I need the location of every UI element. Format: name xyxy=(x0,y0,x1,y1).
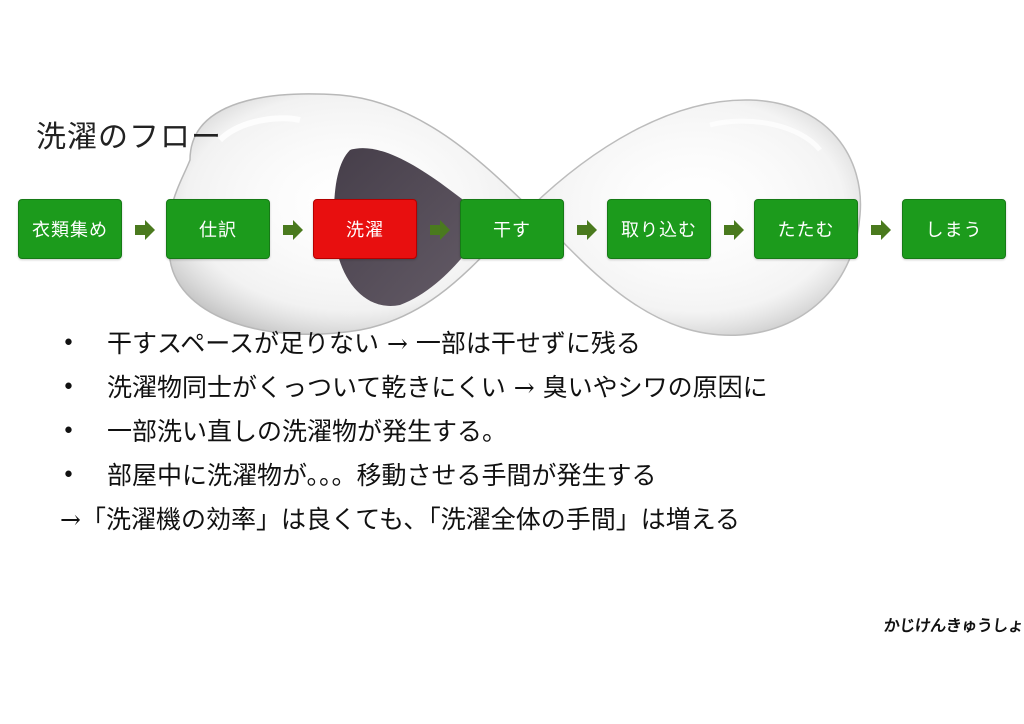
list-item: • 洗濯物同士がくっついて乾きにくい → 臭いやシワの原因に xyxy=(60,366,768,410)
bullet-text: 部屋中に洗濯物が。。。移動させる手間が発生する xyxy=(107,461,657,490)
bullet-marker: • xyxy=(62,463,75,488)
bullet-text: 洗濯物同士がくっついて乾きにくい → 臭いやシワの原因に xyxy=(107,373,768,402)
bullet-marker: • xyxy=(62,419,75,444)
flow-step-store: しまう xyxy=(902,199,1006,259)
bullet-text: 一部洗い直しの洗濯物が発生する。 xyxy=(107,417,508,446)
arrow-right-icon xyxy=(283,220,303,240)
list-item: • 部屋中に洗濯物が。。。移動させる手間が発生する xyxy=(60,454,768,498)
bullet-text: 干すスペースが足りない → 一部は干せずに残る xyxy=(107,329,641,358)
arrow-right-icon xyxy=(577,220,597,240)
bullet-list: • 干すスペースが足りない → 一部は干せずに残る • 洗濯物同士がくっついて乾… xyxy=(60,322,768,498)
flow-step-take-in: 取り込む xyxy=(607,199,711,259)
flow-step-wash: 洗濯 xyxy=(313,199,417,259)
flow-step-fold: たたむ xyxy=(754,199,858,259)
arrow-right-icon xyxy=(135,220,155,240)
list-item: • 一部洗い直しの洗濯物が発生する。 xyxy=(60,410,768,454)
arrow-right-icon xyxy=(724,220,744,240)
flow-step-collect: 衣類集め xyxy=(18,199,122,259)
flow-step-dry: 干す xyxy=(460,199,564,259)
flow-step-sort: 仕訳 xyxy=(166,199,270,259)
slide-title: 洗濯のフロー xyxy=(36,120,222,155)
arrow-right-icon xyxy=(871,220,891,240)
brand-logo: かじけんきゅうしょ xyxy=(882,616,1024,635)
bullet-marker: • xyxy=(62,375,75,400)
list-item: • 干すスペースが足りない → 一部は干せずに残る xyxy=(60,322,768,366)
bullet-marker: • xyxy=(62,331,75,356)
conclusion-text: →「洗濯機の効率」は良くても、「洗濯全体の手間」は増える xyxy=(60,505,740,534)
arrow-right-icon xyxy=(430,220,450,240)
